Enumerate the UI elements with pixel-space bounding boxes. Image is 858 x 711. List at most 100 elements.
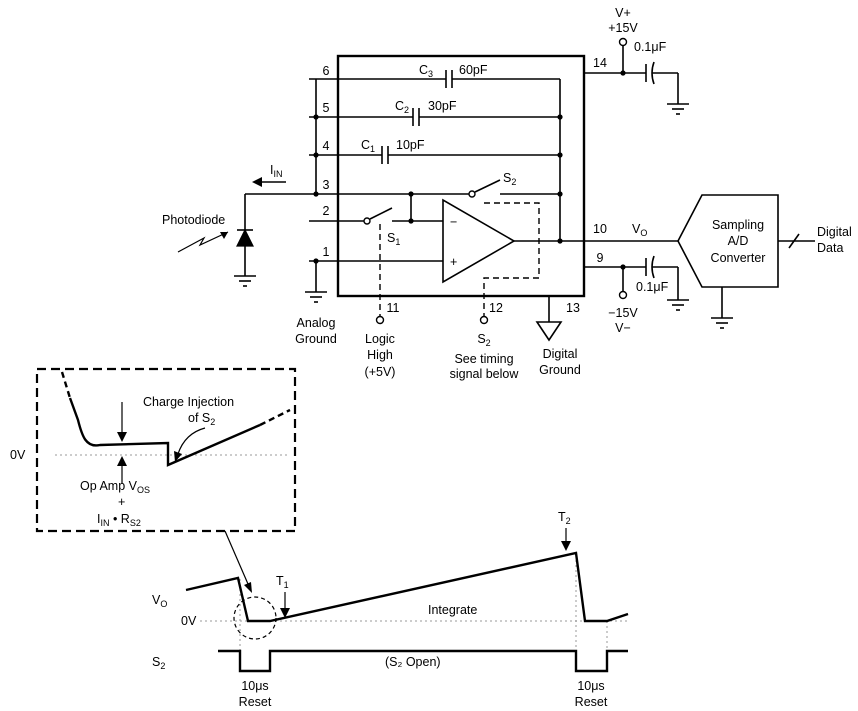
pin-10: 10 bbox=[593, 222, 607, 236]
pin-2: 2 bbox=[323, 204, 330, 218]
timing-s2-label: S2 bbox=[152, 655, 165, 671]
pin-11-terminal bbox=[375, 315, 385, 325]
s2-open-label: (S₂ Open) bbox=[385, 655, 441, 669]
t1-arrowhead bbox=[280, 608, 290, 618]
vos-arrowhead-top bbox=[117, 432, 127, 442]
pin-14: 14 bbox=[593, 56, 607, 70]
t1-label: T1 bbox=[276, 574, 289, 590]
logic-high-label-1: Logic bbox=[365, 332, 395, 346]
inset-waveform-end bbox=[259, 408, 291, 427]
photodiode-symbol bbox=[236, 228, 254, 247]
c2-label: C2 bbox=[395, 99, 409, 115]
digital-ground-symbol bbox=[535, 321, 563, 342]
s1-switch-blade bbox=[369, 207, 393, 220]
zoom-circle bbox=[233, 596, 277, 640]
digital-data-label-1: Digital bbox=[817, 225, 852, 239]
bus-slash bbox=[788, 233, 800, 249]
inset-waveform-start bbox=[60, 371, 72, 399]
charge-injection-arrowhead bbox=[174, 451, 182, 462]
plus-label: + bbox=[118, 495, 125, 509]
iin-arrowhead bbox=[252, 177, 262, 187]
logic-high-label-3: (+5V) bbox=[365, 365, 396, 379]
vminus-label: V− bbox=[615, 321, 631, 335]
light-ray-icon bbox=[177, 231, 229, 253]
junction-dot bbox=[557, 238, 563, 244]
logic-high-label-2: High bbox=[367, 348, 393, 362]
vplus-terminal bbox=[618, 37, 628, 47]
digital-ground-label-1: Digital bbox=[543, 347, 578, 361]
pin-12-terminal bbox=[479, 315, 489, 325]
t2-arrowhead bbox=[561, 541, 571, 551]
junction-dot bbox=[313, 258, 319, 264]
reset-label-left: Reset bbox=[239, 695, 272, 709]
reset-time-right: 10μs bbox=[577, 679, 604, 693]
c1-label: C1 bbox=[361, 138, 375, 154]
c3-label: C3 bbox=[419, 63, 433, 79]
analog-ground-label-1: Analog bbox=[297, 316, 336, 330]
vo-label: VO bbox=[632, 222, 647, 238]
charge-injection-label-1: Charge Injection bbox=[143, 395, 234, 409]
s2-switch-blade bbox=[474, 179, 501, 193]
pin-4: 4 bbox=[323, 139, 330, 153]
s2-control-link bbox=[483, 202, 540, 316]
vos-arrowhead-bottom bbox=[117, 456, 127, 466]
pin-5: 5 bbox=[323, 101, 330, 115]
adc-label-3: Converter bbox=[711, 251, 766, 265]
pin-3: 3 bbox=[323, 178, 330, 192]
integrate-label: Integrate bbox=[428, 603, 477, 617]
vplus-label: V+ bbox=[615, 6, 631, 20]
inset-callout-arrowhead bbox=[244, 582, 252, 593]
adc-label-1: Sampling bbox=[712, 218, 764, 232]
analog-ground-label-2: Ground bbox=[295, 332, 337, 346]
adc-label-2: A/D bbox=[728, 234, 749, 248]
timing-vo-label: VO bbox=[152, 593, 167, 609]
pin-6: 6 bbox=[323, 64, 330, 78]
timing-zero-v: 0V bbox=[181, 614, 197, 628]
s2-contact bbox=[468, 190, 476, 198]
digital-ground-label-2: Ground bbox=[539, 363, 581, 377]
vminus-value: −15V bbox=[608, 306, 638, 320]
ic-package bbox=[336, 54, 586, 298]
see-timing-label-1: See timing bbox=[454, 352, 513, 366]
pin-9: 9 bbox=[597, 251, 604, 265]
t2-label: T2 bbox=[558, 510, 571, 526]
pin-11: 11 bbox=[387, 301, 400, 315]
junction-dot bbox=[313, 114, 319, 120]
cap-top-value: 0.1μF bbox=[634, 40, 667, 54]
photodiode-label: Photodiode bbox=[162, 213, 225, 227]
s2-timing-waveform bbox=[218, 649, 628, 673]
c1-value: 10pF bbox=[396, 138, 425, 152]
s1-contact bbox=[363, 217, 371, 225]
charge-injection-pointer bbox=[177, 427, 206, 455]
iin-rs2-label: IIN • RS2 bbox=[97, 512, 141, 528]
junction-dot bbox=[313, 152, 319, 158]
s2-timing-label: S2 bbox=[477, 332, 490, 348]
cap-bottom-value: 0.1μF bbox=[636, 280, 669, 294]
inset-callout-line bbox=[224, 530, 249, 585]
pin-12: 12 bbox=[489, 301, 503, 315]
pin-13: 13 bbox=[566, 301, 580, 315]
s2-label: S2 bbox=[503, 171, 516, 187]
c2-value: 30pF bbox=[428, 99, 457, 113]
inset-waveform bbox=[68, 397, 261, 467]
op-amp-minus: − bbox=[450, 215, 457, 229]
c3-value: 60pF bbox=[459, 63, 488, 77]
reset-time-left: 10μs bbox=[241, 679, 268, 693]
see-timing-label-2: signal below bbox=[450, 367, 520, 381]
op-amp bbox=[442, 198, 516, 284]
vo-waveform bbox=[185, 551, 629, 623]
iin-label: IIN bbox=[270, 163, 282, 179]
light-ray-arrowhead bbox=[220, 232, 228, 239]
junction-dot bbox=[557, 152, 563, 158]
inset-zero-v: 0V bbox=[10, 448, 26, 462]
inset-detail-box bbox=[35, 367, 297, 533]
junction-dot bbox=[557, 191, 563, 197]
vplus-value: +15V bbox=[608, 21, 638, 35]
pin-1: 1 bbox=[323, 245, 330, 259]
op-amp-plus: + bbox=[450, 255, 457, 269]
digital-data-label-2: Data bbox=[817, 241, 843, 255]
reset-label-right: Reset bbox=[575, 695, 608, 709]
s1-label: S1 bbox=[387, 231, 400, 247]
opamp-vos-label: Op Amp VOS bbox=[80, 479, 150, 495]
